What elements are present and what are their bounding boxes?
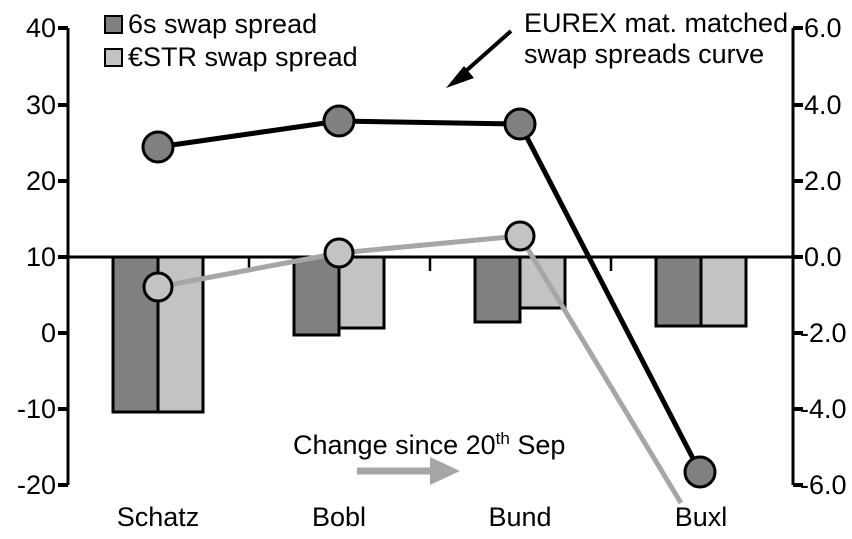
y-axis-left-tick-neg20: -20 (16, 470, 56, 500)
legend-swatch-estr-swap-spread (104, 48, 123, 67)
marker-change-bobl (323, 237, 355, 269)
y-axis-right-tick-neg4: -4.0 (800, 394, 847, 424)
y-axis-right-tick-6: 6.0 (804, 13, 842, 43)
marker-change-bund (504, 220, 536, 252)
annotation-eurex-curve-line1: EUREX mat. matched (524, 8, 789, 38)
y-axis-right-tick-neg6: -6.0 (800, 470, 847, 500)
annotation-change-since-ordinal: th (495, 429, 510, 448)
x-axis-label-bund: Bund (488, 502, 552, 532)
marker-eurex-buxl (683, 455, 717, 489)
series-line-eurex-curve (141, 104, 717, 489)
y-axis-left-tick-10: 10 (25, 242, 56, 272)
bar-estr-bobl (337, 255, 386, 330)
marker-change-schatz (142, 271, 174, 303)
bar-6s-bund (473, 255, 522, 324)
legend-item-estr-swap-spread: €STR swap spread (104, 41, 358, 74)
legend-item-6s-swap-spread: 6s swap spread (104, 8, 358, 41)
legend-label-6s-swap-spread: 6s swap spread (128, 9, 318, 39)
y-axis-right-tick-0: 0.0 (804, 242, 842, 272)
y-axis-right-spine (791, 26, 803, 487)
chart-legend: 6s swap spread €STR swap spread (104, 8, 358, 74)
annotation-change-since-suffix: Sep (509, 430, 566, 460)
legend-label-estr-swap-spread: €STR swap spread (128, 42, 358, 72)
y-axis-left-spine (58, 26, 70, 487)
y-axis-left-tick-neg10: -10 (16, 394, 56, 424)
legend-swatch-6s-swap-spread (104, 15, 123, 34)
y-axis-right-tick-2: 2.0 (804, 166, 842, 196)
y-axis-left-tick-20: 20 (25, 166, 56, 196)
annotation-eurex-curve-line2: swap spreads curve (524, 39, 765, 70)
y-axis-left-tick-0: 0 (40, 318, 56, 348)
y-axis-left-tick-40: 40 (25, 13, 56, 43)
x-axis-label-bobl: Bobl (311, 502, 367, 532)
x-axis-label-schatz: Schatz (116, 502, 200, 532)
y-axis-right-tick-neg2: -2.0 (800, 318, 847, 348)
bar-estr-buxl (699, 255, 748, 328)
x-axis-label-buxl: Buxl (674, 502, 728, 532)
annotation-change-since-prefix: Change since 20 (293, 430, 496, 460)
bar-6s-buxl (654, 255, 703, 328)
y-axis-right-tick-4: 4.0 (804, 90, 842, 120)
annotation-change-since: Change since 20th Sep (293, 430, 565, 461)
annotation-arrow-right-icon (357, 457, 460, 485)
marker-eurex-bund (503, 107, 537, 141)
marker-eurex-bobl (322, 104, 356, 138)
y-axis-left-tick-30: 30 (25, 90, 56, 120)
annotation-arrow-diagonal-icon (446, 29, 513, 88)
series-line-change-since (142, 220, 684, 505)
bar-6s-bobl (292, 255, 341, 337)
annotation-eurex-curve: EUREX mat. matched swap spreads curve (524, 8, 788, 70)
marker-eurex-schatz (141, 130, 175, 164)
